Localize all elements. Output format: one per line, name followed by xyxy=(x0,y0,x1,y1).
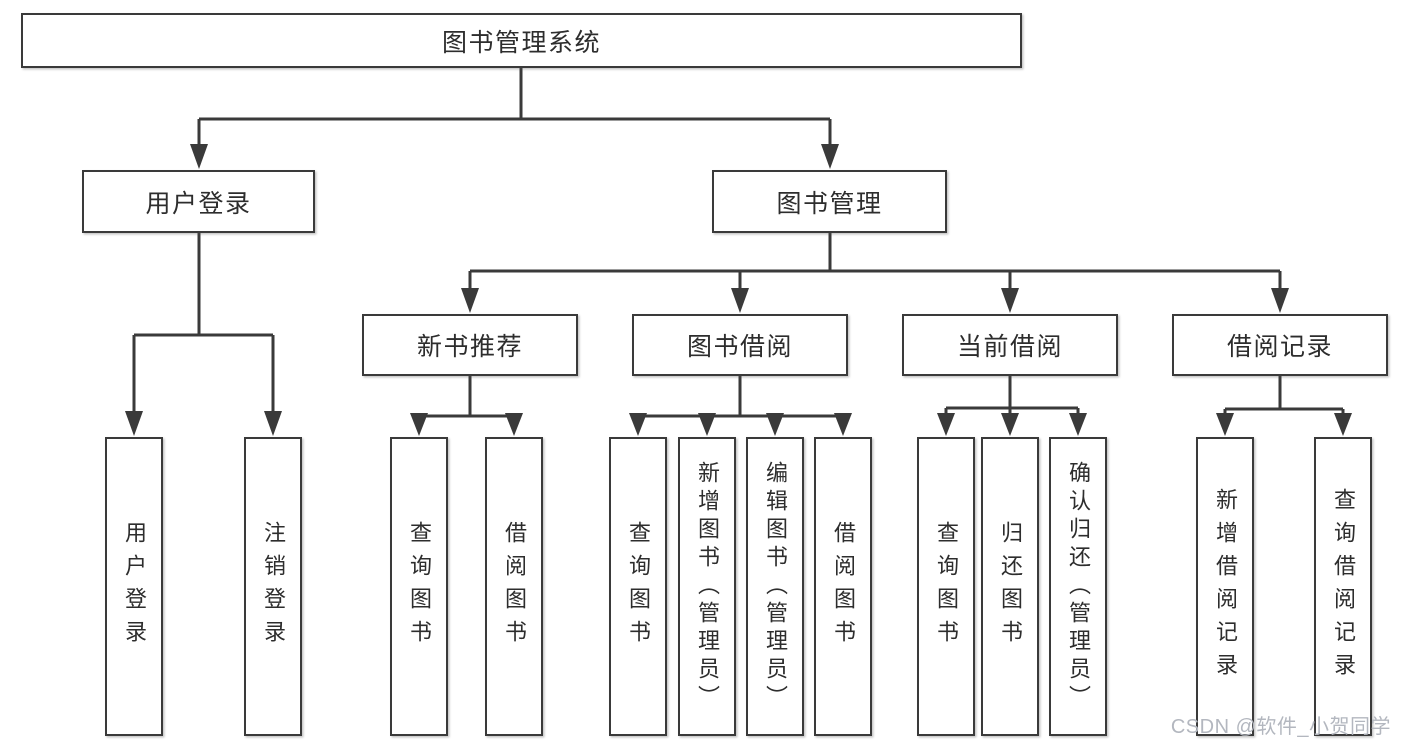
leaf-borrow-query: 查询图书 xyxy=(609,437,667,736)
leaf-borrow-edit-label: 编辑图书（管理员） xyxy=(763,460,788,713)
node-book-mgmt-label: 图书管理 xyxy=(776,189,883,218)
connector-current-borrow-branch xyxy=(937,376,1087,436)
node-new-book-rec: 新书推荐 xyxy=(362,314,578,376)
leaf-current-return-label: 归还图书 xyxy=(998,520,1023,653)
node-current-borrow: 当前借阅 xyxy=(902,314,1118,376)
node-book-borrow: 图书借阅 xyxy=(632,314,848,376)
leaf-borrow-book-label: 借阅图书 xyxy=(831,520,856,653)
leaf-current-return: 归还图书 xyxy=(981,437,1039,736)
leaf-borrow-edit: 编辑图书（管理员） xyxy=(746,437,804,736)
leaf-current-confirm-label: 确认归还（管理员） xyxy=(1066,460,1091,713)
connector-root-to-level2 xyxy=(190,68,839,169)
connector-book-mgmt-branch xyxy=(461,233,1289,313)
node-current-borrow-label: 当前借阅 xyxy=(956,333,1063,361)
leaf-newbook-query-label: 查询图书 xyxy=(407,520,432,653)
node-user-login: 用户登录 xyxy=(82,170,315,233)
connector-book-borrow-branch xyxy=(629,376,852,436)
leaf-logout: 注销登录 xyxy=(244,437,302,736)
leaf-record-add-label: 新增借阅记录 xyxy=(1213,487,1238,686)
node-borrow-record-label: 借阅记录 xyxy=(1226,333,1333,361)
leaf-logout-label: 注销登录 xyxy=(261,520,286,653)
leaf-current-query-label: 查询图书 xyxy=(934,520,959,653)
leaf-newbook-borrow: 借阅图书 xyxy=(485,437,543,736)
leaf-newbook-query: 查询图书 xyxy=(390,437,448,736)
leaf-current-query: 查询图书 xyxy=(917,437,975,736)
leaf-user-login-label: 用户登录 xyxy=(122,520,147,653)
leaf-borrow-add: 新增图书（管理员） xyxy=(678,437,736,736)
leaf-record-query-label: 查询借阅记录 xyxy=(1331,487,1356,686)
leaf-user-login: 用户登录 xyxy=(105,437,163,736)
leaf-record-add: 新增借阅记录 xyxy=(1196,437,1254,736)
node-book-borrow-label: 图书借阅 xyxy=(686,333,793,361)
node-root-label: 图书管理系统 xyxy=(441,28,601,57)
node-root: 图书管理系统 xyxy=(21,13,1022,68)
node-borrow-record: 借阅记录 xyxy=(1172,314,1388,376)
leaf-borrow-book: 借阅图书 xyxy=(814,437,872,736)
leaf-borrow-add-label: 新增图书（管理员） xyxy=(695,460,720,713)
node-user-login-label: 用户登录 xyxy=(145,189,252,218)
leaf-newbook-borrow-label: 借阅图书 xyxy=(502,520,527,653)
node-new-book-rec-label: 新书推荐 xyxy=(416,333,523,361)
connector-borrow-record-branch xyxy=(1216,376,1352,436)
node-book-mgmt: 图书管理 xyxy=(712,170,947,233)
connector-user-login-branch xyxy=(125,233,282,436)
watermark-text: CSDN @软件_小贺同学 xyxy=(1170,716,1391,738)
leaf-record-query: 查询借阅记录 xyxy=(1314,437,1372,736)
leaf-current-confirm: 确认归还（管理员） xyxy=(1049,437,1107,736)
leaf-borrow-query-label: 查询图书 xyxy=(626,520,651,653)
connector-new-book-branch xyxy=(410,376,523,436)
